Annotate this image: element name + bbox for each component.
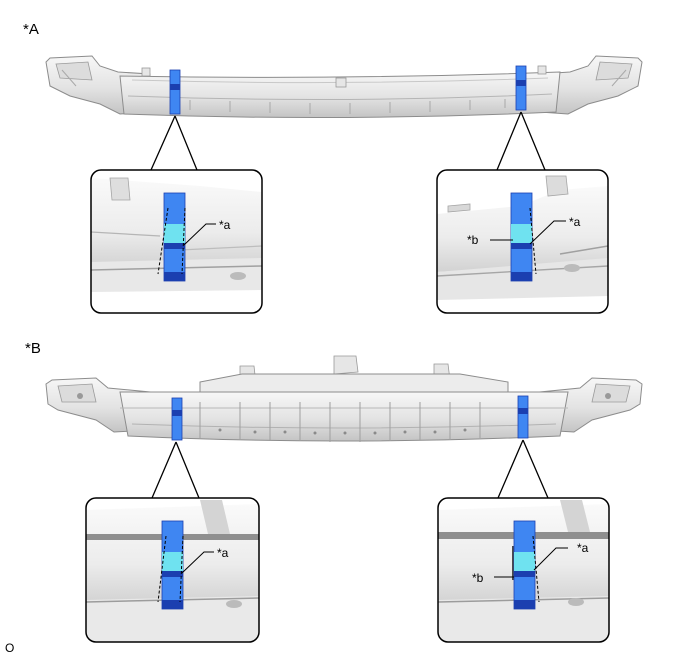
callout-a-b-left: *a [217, 546, 229, 560]
zoom-panel-b-left: *a [85, 497, 260, 643]
callout-a-b-right: *a [577, 541, 589, 555]
zoom-panel-b-right: *a *b [437, 497, 610, 643]
bumper-reinforcement-b [45, 355, 643, 442]
callout-b-a-right: *b [467, 233, 479, 247]
leader-lines-b [151, 439, 549, 499]
callout-b-b-right: *b [472, 571, 484, 585]
section-a-label: *A [23, 21, 39, 38]
callout-a-a-left: *a [219, 218, 231, 232]
figure-code: O [5, 641, 14, 655]
section-b-label: *B [25, 340, 41, 357]
leader-lines-a [150, 111, 546, 171]
callout-a-a-right: *a [569, 215, 581, 229]
zoom-panel-a-right: *a *b [436, 169, 609, 314]
bumper-reinforcement-a [45, 55, 643, 119]
zoom-panel-a-left: *a [90, 169, 263, 314]
